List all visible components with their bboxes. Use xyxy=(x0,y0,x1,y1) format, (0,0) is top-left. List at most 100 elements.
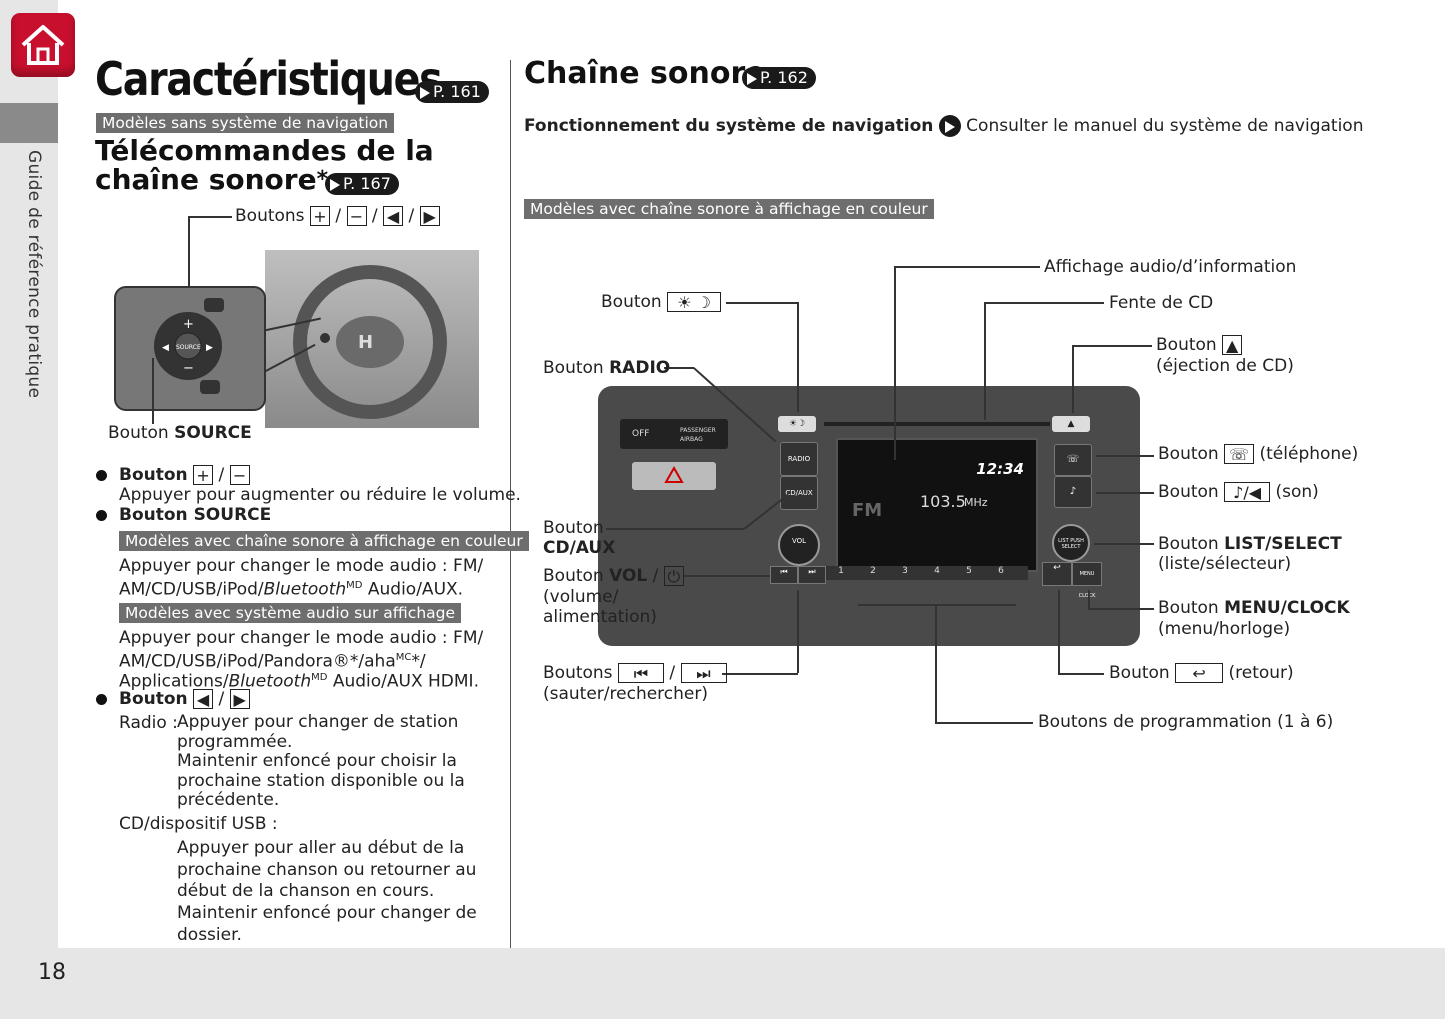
bullet-source: Bouton SOURCE xyxy=(96,505,271,525)
audio-ref-link[interactable]: P. 162 xyxy=(742,67,816,89)
nav-instruction: Fonctionnement du système de navigation … xyxy=(524,115,1364,137)
left-arrow-icon: ◀ xyxy=(383,206,404,226)
hazard-button[interactable] xyxy=(632,462,716,490)
phone-button[interactable]: ☏ xyxy=(1054,444,1092,476)
right-arrow-icon: ▶ xyxy=(229,689,250,709)
callout-radio: Bouton RADIO xyxy=(543,358,671,378)
menu-clock-button[interactable]: MENU CLOCK xyxy=(1072,562,1102,599)
skip-back-icon: ⏮ xyxy=(617,663,664,683)
sidebar xyxy=(0,0,58,948)
footer-bar xyxy=(0,948,1445,1019)
display-text-3: Applications/BluetoothMD Audio/AUX HDMI. xyxy=(119,671,479,692)
steering-controls-inset: SOURCE + − ◀ ▶ xyxy=(114,286,266,411)
arrow-icon xyxy=(938,115,961,137)
callout-display: Affichage audio/d’information xyxy=(1044,257,1297,277)
callout-eject-desc: (éjection de CD) xyxy=(1156,356,1294,376)
display-text-1: Appuyer pour changer le mode audio : FM/ xyxy=(119,628,484,648)
list-select-knob[interactable]: LIST PUSH SELECT xyxy=(1052,524,1090,562)
callout-phone: Bouton ☏ (téléphone) xyxy=(1158,444,1359,464)
left-arrow-icon: ◀ xyxy=(193,689,214,709)
home-button[interactable] xyxy=(11,13,75,77)
plus-icon: + xyxy=(309,206,330,226)
callout-menu: Bouton MENU/CLOCK xyxy=(1158,598,1350,618)
section-title-audio: Chaîne sonore xyxy=(524,56,766,91)
callout-list: Bouton LIST/SELECT xyxy=(1158,534,1342,554)
back-button[interactable]: ↩ xyxy=(1042,562,1072,586)
sound-icon: ♪/◀ xyxy=(1224,482,1271,502)
page-number: 18 xyxy=(38,960,66,985)
eject-button[interactable]: ▲ xyxy=(1052,416,1090,432)
display-screen: 12:34 FM 103.5 MHz xyxy=(836,438,1038,572)
skip-back-button[interactable]: ⏮ xyxy=(770,566,798,584)
plus-icon: + xyxy=(193,465,214,485)
day-night-button[interactable]: ☀☽ xyxy=(778,416,816,432)
skip-forward-button[interactable]: ⏭ xyxy=(798,566,826,584)
callout-back: Bouton ↩ (retour) xyxy=(1109,663,1294,683)
preset-button-4[interactable]: 4 xyxy=(934,566,940,576)
preset-button-5[interactable]: 5 xyxy=(966,566,972,576)
callout-cdaux-bold: CD/AUX xyxy=(543,538,616,558)
color-text-1: Appuyer pour changer le mode audio : FM/ xyxy=(119,556,484,576)
skip-forward-icon: ⏭ xyxy=(680,663,727,683)
steering-wheel-photo: H xyxy=(265,250,479,428)
tag-no-nav: Modèles sans système de navigation xyxy=(96,113,395,133)
callout-vol-desc-2: alimentation) xyxy=(543,607,657,627)
svg-text:◀: ◀ xyxy=(162,343,169,353)
preset-button-1[interactable]: 1 xyxy=(838,566,844,576)
phone-icon: ☏ xyxy=(1224,444,1255,464)
display-text-2: AM/CD/USB/iPod/Pandora®*/ahaMC*/ xyxy=(119,651,426,672)
cd-label: CD/dispositif USB : xyxy=(119,814,278,834)
callout-menu-desc: (menu/horloge) xyxy=(1158,619,1291,639)
power-icon: ⏻ xyxy=(663,566,684,586)
arrow-icon xyxy=(747,72,757,85)
svg-text:H: H xyxy=(358,332,373,353)
callout-cd-slot: Fente de CD xyxy=(1109,293,1214,313)
preset-button-3[interactable]: 3 xyxy=(902,566,908,576)
title-ref-link[interactable]: P. 161 xyxy=(415,81,489,103)
cd-aux-button[interactable]: CD/AUX xyxy=(780,476,818,510)
arrow-icon xyxy=(420,86,430,99)
page-title: Caractéristiques xyxy=(95,52,443,106)
svg-text:▶: ▶ xyxy=(206,343,213,353)
callout-presets: Boutons de programmation (1 à 6) xyxy=(1038,712,1334,732)
bullet-seek: Bouton ◀ / ▶ xyxy=(96,689,250,709)
day-night-icon: ☀ ☽ xyxy=(667,292,722,312)
sidebar-tab[interactable] xyxy=(0,103,58,143)
callout-eject: Bouton ▲ xyxy=(1156,335,1243,355)
preset-bar: 1 2 3 4 5 6 xyxy=(824,566,1028,580)
callout-line xyxy=(188,216,232,218)
callout-list-desc: (liste/sélecteur) xyxy=(1158,554,1292,574)
tag-display-left: Modèles avec système audio sur affichage xyxy=(119,603,462,623)
bullet-volume: Bouton + / − xyxy=(96,465,250,485)
audio-unit: OFF PASSENGER AIRBAG ☀☽ ▲ RADIO CD/AUX 1… xyxy=(598,386,1140,646)
callout-vol-desc-1: (volume/ xyxy=(543,587,619,607)
tag-color-left: Modèles avec chaîne sonore à affichage e… xyxy=(119,531,529,551)
section-ref-link[interactable]: P. 167 xyxy=(325,173,399,195)
preset-button-6[interactable]: 6 xyxy=(998,566,1004,576)
back-icon: ↩ xyxy=(1175,663,1224,683)
svg-text:+: + xyxy=(183,317,194,332)
section-title-line-2: chaîne sonore* xyxy=(95,163,329,196)
hazard-icon xyxy=(664,465,684,483)
arrow-icon xyxy=(330,178,340,191)
source-button-label: Bouton SOURCE xyxy=(108,423,252,443)
color-text-2: AM/CD/USB/iPod/BluetoothMD Audio/AUX. xyxy=(119,579,464,600)
cd-slot xyxy=(824,422,1050,426)
svg-text:−: − xyxy=(183,361,194,376)
preset-button-2[interactable]: 2 xyxy=(870,566,876,576)
volume-knob[interactable]: VOL xyxy=(778,524,820,566)
radio-label: Radio : xyxy=(119,713,178,733)
minus-icon: − xyxy=(229,465,250,485)
bullet-volume-text: Appuyer pour augmenter ou réduire le vol… xyxy=(119,485,521,505)
radio-button[interactable]: RADIO xyxy=(780,442,818,476)
callout-skip: Boutons ⏮ / ⏭ xyxy=(543,663,727,683)
minus-icon: − xyxy=(346,206,367,226)
airbag-indicator: OFF PASSENGER AIRBAG xyxy=(620,419,728,449)
sound-button[interactable]: ♪ xyxy=(1054,476,1092,508)
callout-skip-desc: (sauter/rechercher) xyxy=(543,684,708,704)
steering-buttons-label: Boutons + / − / ◀ / ▶ xyxy=(235,206,440,226)
right-arrow-icon: ▶ xyxy=(419,206,440,226)
column-divider xyxy=(510,60,511,948)
